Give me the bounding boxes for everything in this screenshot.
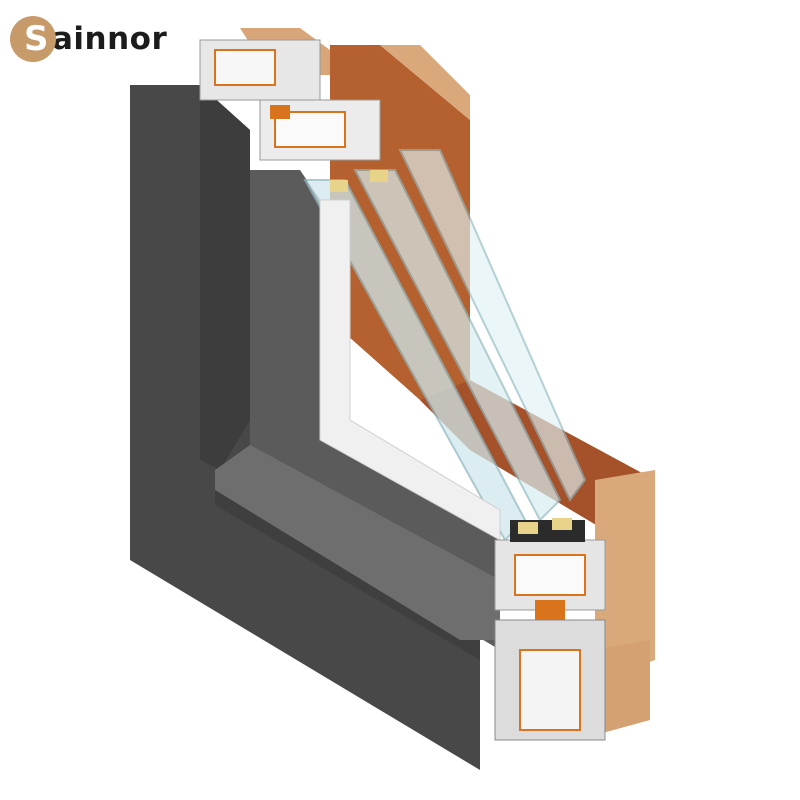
wood-frame-bottom — [595, 470, 655, 680]
drip-sill — [215, 445, 500, 640]
logo-circle: S — [10, 16, 56, 62]
logo-initial: S — [24, 19, 49, 59]
glazing-bead — [319, 199, 501, 541]
spacer — [330, 180, 348, 192]
brand-logo: S ainnor — [10, 14, 167, 64]
logo-text: ainnor — [52, 21, 168, 57]
glass-pane-3 — [398, 149, 587, 502]
